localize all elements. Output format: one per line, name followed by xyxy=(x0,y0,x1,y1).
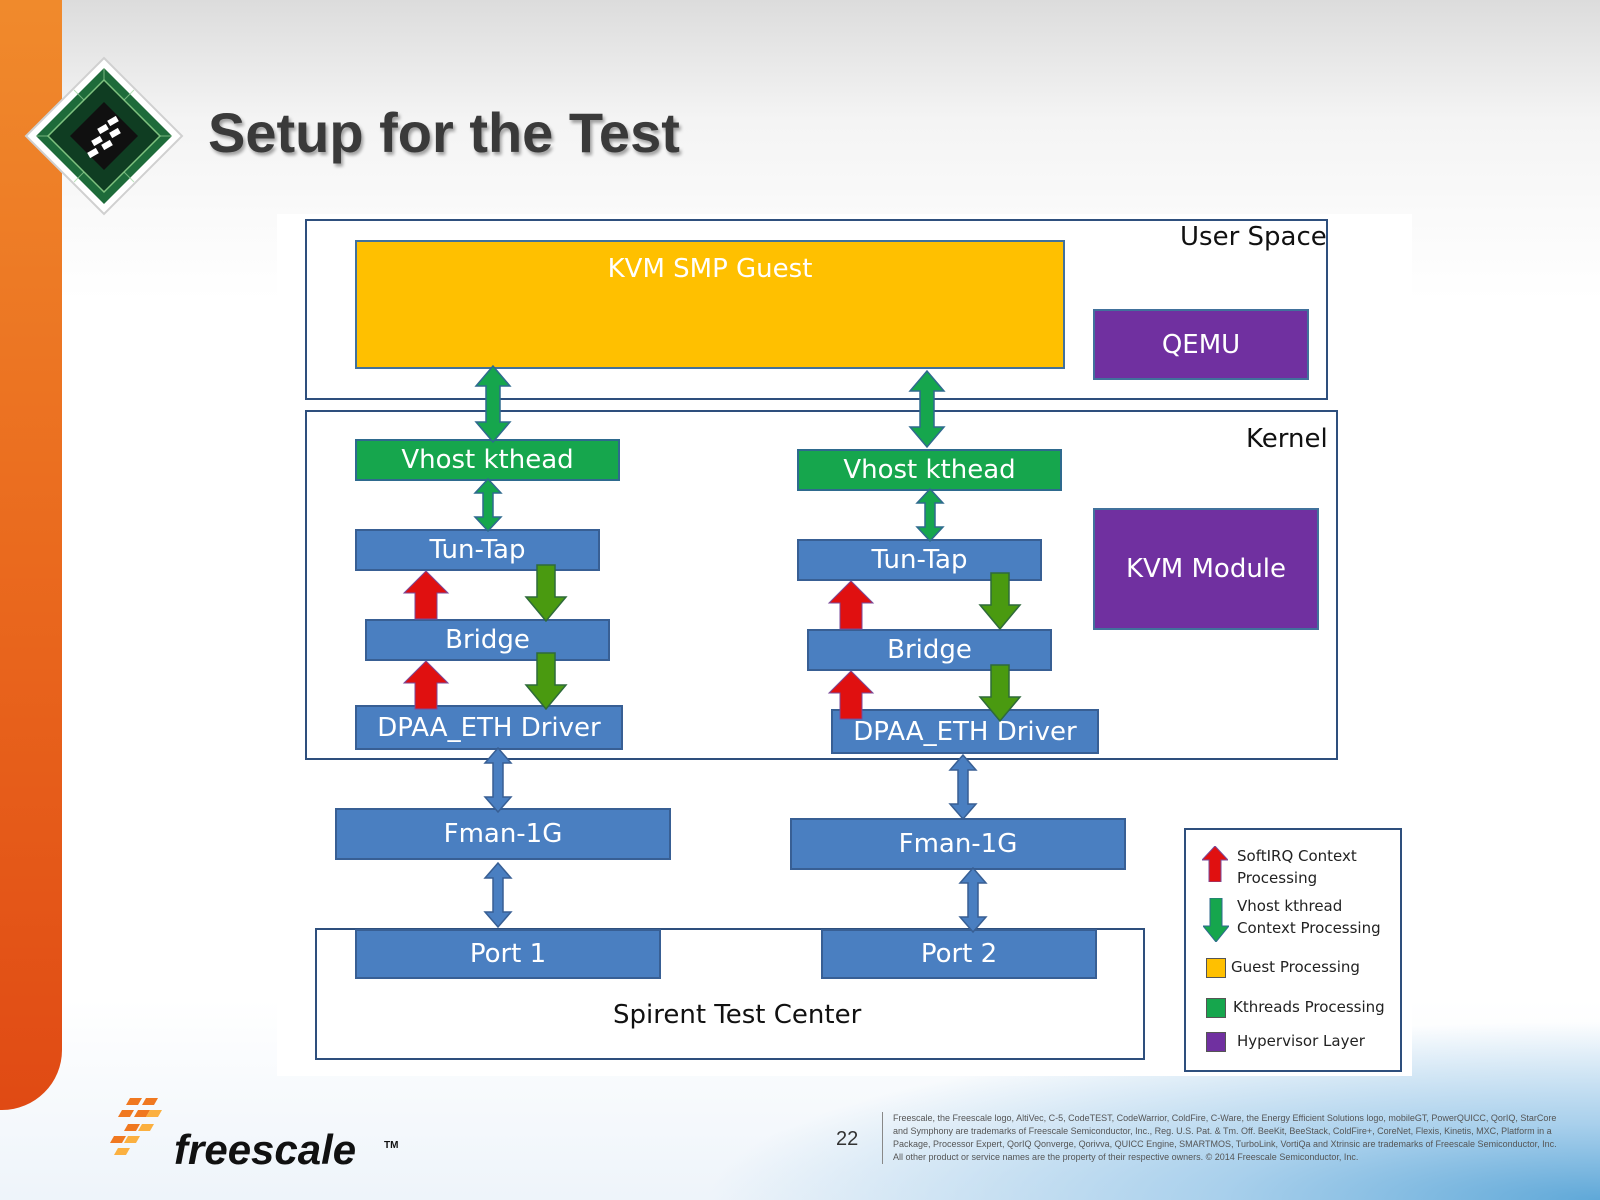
vhost-kthead-left-box: Vhost kthead xyxy=(355,439,620,481)
legend-softirq-line1: SoftIRQ Context xyxy=(1237,847,1357,865)
guest-legend-swatch xyxy=(1206,958,1226,978)
freescale-chip-icon xyxy=(24,56,184,216)
legal-line-2: and Symphony are trademarks of Freescale… xyxy=(893,1126,1552,1136)
bridge-left-box: Bridge xyxy=(365,619,610,661)
vhost-tuntap-left-arrow xyxy=(474,478,502,532)
slide-title: Setup for the Test xyxy=(208,101,680,164)
vhost-down-arrow-right-lower xyxy=(979,664,1021,722)
tun-tap-right-box: Tun-Tap xyxy=(797,539,1042,581)
spirent-region xyxy=(315,928,1145,1060)
dpaa-fman-left-arrow xyxy=(484,747,512,813)
softirq-arrow-right-upper xyxy=(828,580,874,630)
qemu-box: QEMU xyxy=(1093,309,1309,380)
legend-vhost-line1: Vhost kthread xyxy=(1237,897,1343,915)
hypervisor-legend-swatch xyxy=(1206,1032,1226,1052)
legal-line-3: Package, Processor Expert, QorIQ Qonverg… xyxy=(893,1139,1557,1149)
fman-1g-left-box: Fman-1G xyxy=(335,808,671,860)
vhost-tuntap-right-arrow xyxy=(916,488,944,542)
legend-guest: Guest Processing xyxy=(1231,958,1360,976)
vhost-legend-icon xyxy=(1203,898,1229,942)
spirent-label: Spirent Test Center xyxy=(613,1000,862,1030)
kernel-region xyxy=(305,410,1338,760)
port-2-box: Port 2 xyxy=(821,929,1097,979)
kthreads-legend-swatch xyxy=(1206,998,1226,1018)
legal-line-4: All other product or service names are t… xyxy=(893,1152,1359,1162)
kvm-module-box: KVM Module xyxy=(1093,508,1319,630)
fman-port-right-arrow xyxy=(959,867,987,933)
guest-vhost-left-arrow xyxy=(475,365,511,443)
page-number: 22 xyxy=(836,1128,859,1150)
legend-vhost-line2: Context Processing xyxy=(1237,919,1381,937)
user-space-region xyxy=(305,219,1328,400)
dpaa-eth-driver-right-box: DPAA_ETH Driver xyxy=(831,709,1099,754)
footer-divider xyxy=(882,1112,883,1164)
dpaa-eth-driver-left-box: DPAA_ETH Driver xyxy=(355,705,623,750)
orange-side-bar xyxy=(0,0,62,1110)
tun-tap-left-box: Tun-Tap xyxy=(355,529,600,571)
dpaa-fman-right-arrow xyxy=(949,754,977,820)
freescale-tm: TM xyxy=(384,1140,399,1151)
vhost-down-arrow-right-upper xyxy=(979,572,1021,630)
softirq-arrow-right-lower xyxy=(828,670,874,720)
kernel-label: Kernel xyxy=(1246,424,1328,454)
freescale-logo-icon xyxy=(110,1098,162,1155)
bridge-right-box: Bridge xyxy=(807,629,1052,671)
legend-hypervisor: Hypervisor Layer xyxy=(1237,1032,1365,1050)
user-space-label: User Space xyxy=(1180,222,1327,252)
vhost-down-arrow-left-upper xyxy=(525,564,567,622)
legal-line-1: Freescale, the Freescale logo, AltiVec, … xyxy=(893,1113,1557,1123)
softirq-legend-icon xyxy=(1202,846,1228,882)
port-1-box: Port 1 xyxy=(355,929,661,979)
fman-port-left-arrow xyxy=(484,862,512,928)
freescale-wordmark: freescale xyxy=(174,1126,357,1173)
guest-vhost-right-arrow xyxy=(909,370,945,448)
legend-softirq-line2: Processing xyxy=(1237,869,1318,887)
softirq-arrow-left-upper xyxy=(403,570,449,620)
vhost-kthead-right-box: Vhost kthead xyxy=(797,449,1062,491)
legend-kthreads: Kthreads Processing xyxy=(1233,998,1385,1016)
vhost-down-arrow-left-lower xyxy=(525,652,567,710)
softirq-arrow-left-lower xyxy=(403,660,449,710)
footer-legal-text: Freescale, the Freescale logo, AltiVec, … xyxy=(893,1112,1573,1164)
fman-1g-right-box: Fman-1G xyxy=(790,818,1126,870)
kvm-smp-guest-box: KVM SMP Guest xyxy=(355,240,1065,369)
